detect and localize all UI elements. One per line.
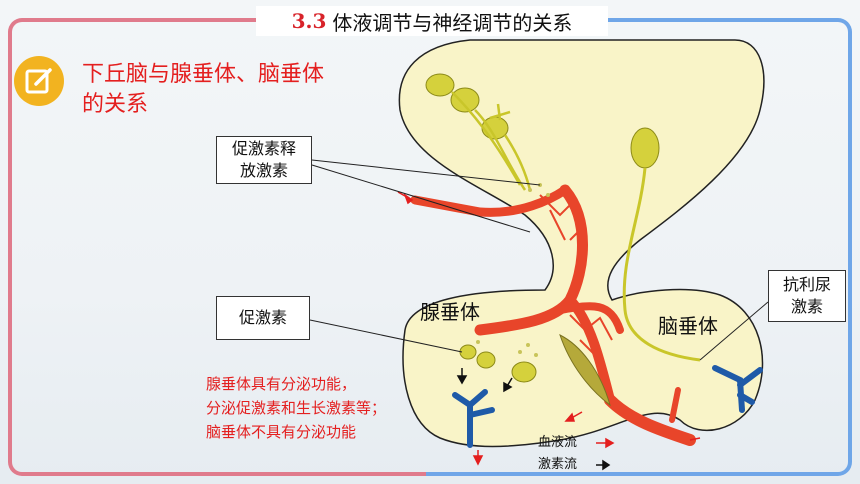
neuron-axons-left — [451, 91, 532, 191]
hormone-arrows — [456, 368, 513, 393]
legend-hormone-flow-text: 激素流 — [538, 457, 578, 472]
legend-arrow-hormone — [596, 459, 611, 471]
neurosecretory-cell-right — [630, 127, 660, 169]
veins — [452, 365, 763, 448]
legend: 血液流 激素流 — [538, 432, 577, 476]
neuron-axon-right — [622, 167, 701, 362]
adh-label: 抗利尿 激素 — [768, 270, 846, 322]
capillary-network — [539, 194, 613, 356]
anterior-pituitary-cells — [459, 344, 537, 383]
note-line-2: 分泌促激素和生长激素等； — [206, 399, 387, 417]
page-title: 3.3 体液调节与神经调节的关系 — [256, 6, 608, 36]
adh-line-1: 抗利尿 — [782, 275, 831, 294]
releasing-hormone-line-1: 促激素释 — [231, 139, 296, 158]
legend-hormone-flow: 激素流 — [538, 454, 577, 476]
posterior-pituitary-label: 脑垂体 — [658, 314, 718, 338]
note-line-3: 脑垂体不具有分泌功能 — [206, 423, 357, 441]
legend-blood-flow-text: 血液流 — [538, 435, 578, 450]
tropic-hormone-label: 促激素 — [216, 296, 310, 340]
function-note: 腺垂体具有分泌功能， 分泌促激素和生长激素等； 脑垂体不具有分泌功能 — [206, 372, 456, 444]
left-frame-border — [8, 18, 426, 476]
posterior-stalk — [559, 334, 611, 407]
edit-note-icon — [14, 56, 64, 106]
releasing-hormone-label: 促激素释 放激素 — [216, 136, 312, 184]
legend-arrows — [596, 437, 615, 449]
heading-line-1: 下丘脑与腺垂体、脑垂体 — [82, 62, 325, 87]
flow-arrows — [397, 191, 701, 466]
releasing-hormone-line-2: 放激素 — [239, 161, 288, 180]
anterior-pituitary-label: 腺垂体 — [420, 300, 480, 324]
note-line-1: 腺垂体具有分泌功能， — [206, 375, 357, 393]
legend-blood-flow: 血液流 — [538, 432, 577, 454]
leader-lines — [309, 159, 769, 361]
section-number: 3.3 — [291, 9, 327, 33]
heading-line-2: 的关系 — [82, 92, 149, 117]
tropic-hormone-text: 促激素 — [238, 308, 287, 327]
section-heading: 下丘脑与腺垂体、脑垂体 的关系 — [82, 60, 382, 120]
portal-blood-vessels — [410, 184, 696, 446]
adh-line-2: 激素 — [790, 297, 823, 316]
section-title: 体液调节与神经调节的关系 — [332, 10, 573, 35]
right-frame-border — [426, 18, 852, 476]
